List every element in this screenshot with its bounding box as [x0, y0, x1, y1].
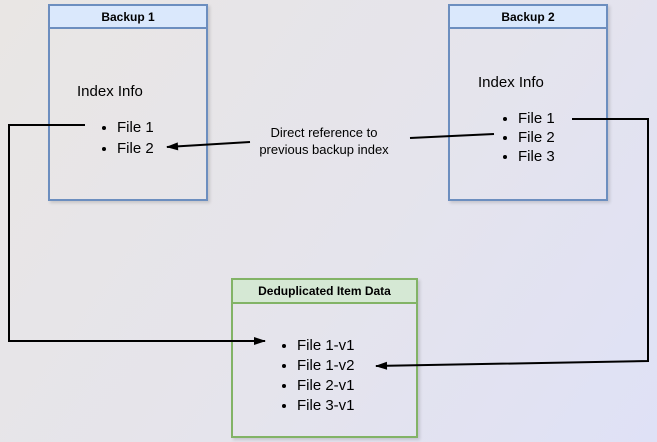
- list-item: File 3: [518, 147, 555, 166]
- backup1-file-list: File 1 File 2: [99, 117, 154, 159]
- list-item: File 1: [117, 117, 154, 138]
- list-item: File 3-v1: [297, 396, 355, 416]
- list-item: File 2: [518, 128, 555, 147]
- edge-label-direct-reference: Direct reference to previous backup inde…: [244, 124, 404, 158]
- node-backup2: Backup 2 Index Info File 1 File 2 File 3: [448, 4, 608, 201]
- backup2-file-list: File 1 File 2 File 3: [500, 109, 555, 166]
- list-item: File 2-v1: [297, 376, 355, 396]
- backup2-header: Backup 2: [450, 6, 606, 29]
- backup2-subtitle: Index Info: [478, 74, 544, 91]
- list-item: File 1-v1: [297, 336, 355, 356]
- list-item: File 1-v2: [297, 356, 355, 376]
- dedup-header: Deduplicated Item Data: [233, 280, 416, 304]
- dedup-title: Deduplicated Item Data: [258, 284, 391, 298]
- node-backup1: Backup 1 Index Info File 1 File 2: [48, 4, 208, 201]
- backup1-header: Backup 1: [50, 6, 206, 29]
- dedup-file-list: File 1-v1 File 1-v2 File 2-v1 File 3-v1: [279, 336, 355, 416]
- edge-label-line2: previous backup index: [259, 142, 389, 157]
- list-item: File 1: [518, 109, 555, 128]
- backup1-title: Backup 1: [101, 9, 155, 24]
- backup2-title: Backup 2: [501, 9, 555, 24]
- list-item: File 2: [117, 138, 154, 159]
- backup1-subtitle: Index Info: [77, 83, 143, 100]
- edge-label-line1: Direct reference to: [270, 125, 378, 140]
- node-deduplicated-item-data: Deduplicated Item Data File 1-v1 File 1-…: [231, 278, 418, 438]
